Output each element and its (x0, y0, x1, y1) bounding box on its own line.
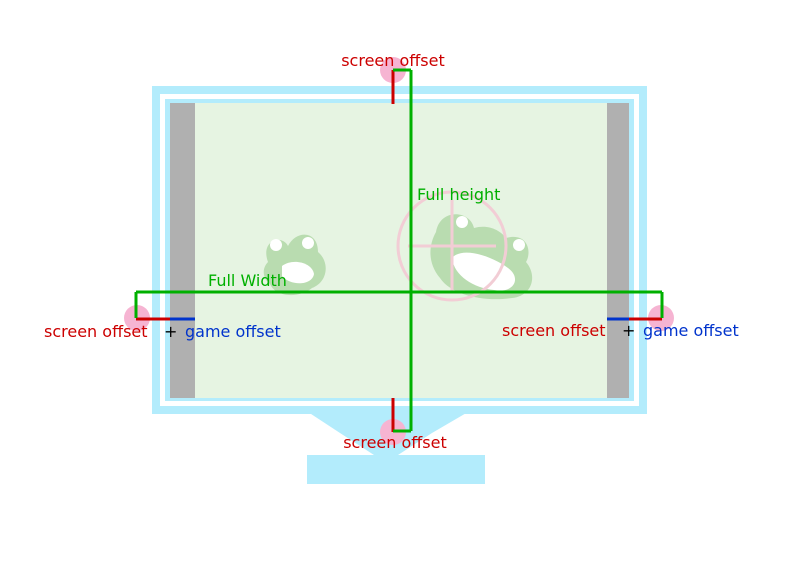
left-screen-offset-label: screen offset (44, 322, 148, 341)
full-width-label: Full Width (208, 271, 287, 290)
screen-offset-lines (136, 70, 662, 432)
offset-markers (124, 57, 674, 445)
left-game-offset-label: game offset (185, 322, 281, 341)
left-letterbox-bar (170, 103, 195, 398)
right-letterbox-bar (607, 103, 629, 398)
monitor-base (307, 455, 485, 484)
right-plus-sign: + (622, 321, 635, 340)
right-screen-offset-label: screen offset (502, 321, 606, 340)
game-art (263, 190, 533, 302)
labels: screen offset screen offset Full height … (44, 51, 739, 452)
frog-left-icon (263, 234, 326, 296)
left-plus-sign: + (164, 322, 177, 341)
monitor-neck-lower (340, 433, 432, 455)
crosshair-icon (396, 190, 508, 302)
top-screen-offset-label: screen offset (341, 51, 445, 70)
monitor-stand (307, 412, 485, 484)
bottom-screen-offset-label: screen offset (343, 433, 447, 452)
full-dimension-lines (134, 68, 664, 433)
full-height-label: Full height (417, 185, 500, 204)
right-game-offset-label: game offset (643, 321, 739, 340)
frog-right-icon (430, 214, 533, 300)
